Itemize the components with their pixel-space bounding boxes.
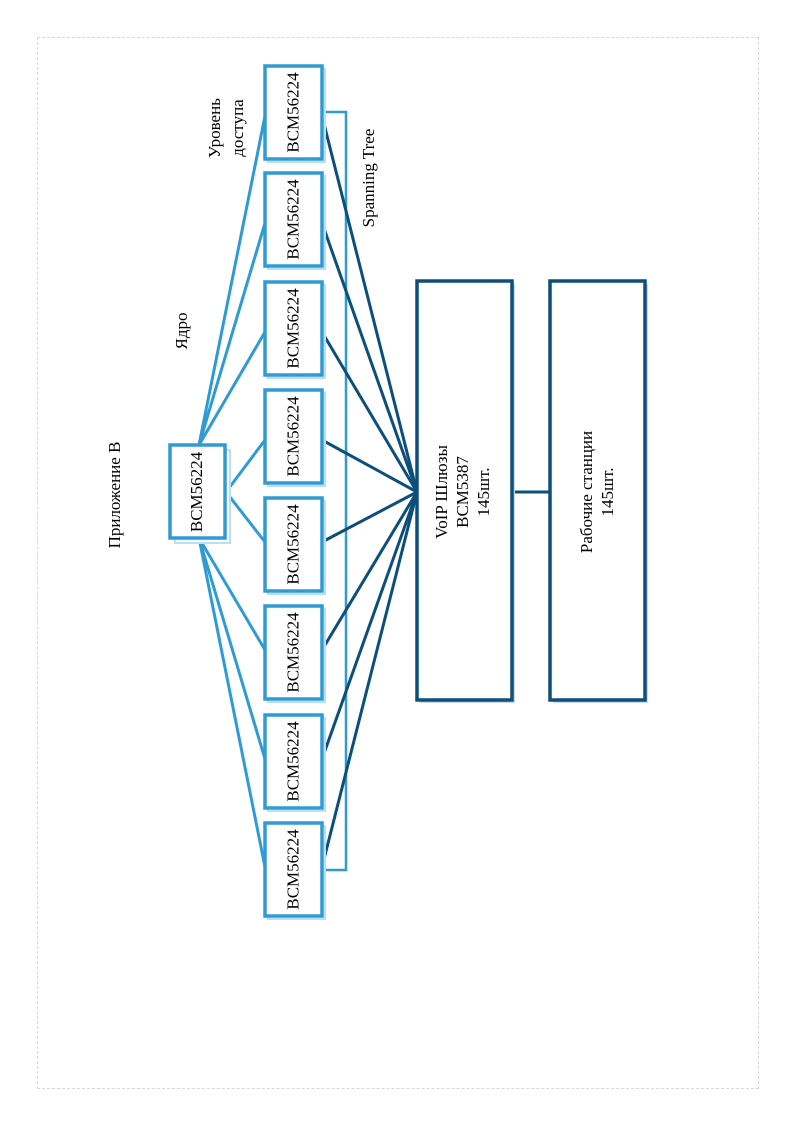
core-link-6 <box>197 537 267 651</box>
core-link-3 <box>197 331 267 446</box>
core-link-2 <box>197 222 267 446</box>
core-label: Ядро <box>172 313 191 350</box>
voip-line3: 145шт. <box>474 468 493 517</box>
voip-line1: VoIP Шлюзы <box>432 445 451 539</box>
access-switch-3: BCM56224 <box>263 280 326 379</box>
access-switch-label: BCM56224 <box>283 829 302 910</box>
access-switch-label: BCM56224 <box>283 179 302 260</box>
voip-link-6 <box>320 491 419 651</box>
access-switch-5: BCM56224 <box>263 496 326 595</box>
voip-link-7 <box>320 491 419 760</box>
workstations-line2: 145шт. <box>598 468 617 517</box>
access-switch-label: BCM56224 <box>283 721 302 802</box>
access-switches: BCM56224BCM56224BCM56224BCM56224BCM56224… <box>263 64 326 920</box>
access-switch-label: BCM56224 <box>283 72 302 153</box>
access-switch-label: BCM56224 <box>283 504 302 585</box>
appendix-title: Приложение В <box>105 442 124 549</box>
access-level-label-line1: Уровень <box>205 98 224 158</box>
core-link-4 <box>224 439 267 493</box>
voip-link-2 <box>320 222 419 493</box>
access-switch-7: BCM56224 <box>263 713 326 812</box>
voip-link-8 <box>320 491 419 868</box>
core-link-5 <box>224 491 267 543</box>
voip-link-1 <box>320 115 419 493</box>
workstations-box: Рабочие станции 145шт. <box>548 279 648 703</box>
core-switch: BCM56224 <box>168 443 231 544</box>
spanning-tree-label: Spanning Tree <box>359 129 378 228</box>
access-switch-8: BCM56224 <box>263 821 326 920</box>
access-switch-label: BCM56224 <box>283 612 302 693</box>
access-level-label-line2: доступа <box>228 99 247 157</box>
voip-link-4 <box>321 438 418 494</box>
core-link-1 <box>197 115 267 446</box>
core-link-7 <box>197 537 267 760</box>
voip-links <box>320 115 419 868</box>
access-switch-2: BCM56224 <box>263 171 326 270</box>
voip-link-3 <box>320 331 419 493</box>
workstations-line1: Рабочие станции <box>577 431 596 553</box>
core-link-8 <box>197 537 267 868</box>
access-switch-label: BCM56224 <box>283 396 302 477</box>
core-switch-label: BCM56224 <box>187 451 206 532</box>
access-switch-1: BCM56224 <box>263 64 326 163</box>
voip-link-5 <box>321 490 418 544</box>
page-frame <box>37 37 759 1089</box>
access-switch-6: BCM56224 <box>263 604 326 703</box>
access-switch-label: BCM56224 <box>283 288 302 369</box>
voip-line2: BCM5387 <box>453 456 472 528</box>
voip-gateways-box: VoIP Шлюзы BCM5387 145шт. <box>415 279 515 703</box>
spanning-tree-bracket <box>322 110 348 872</box>
access-switch-4: BCM56224 <box>263 388 326 487</box>
core-links <box>197 115 267 868</box>
